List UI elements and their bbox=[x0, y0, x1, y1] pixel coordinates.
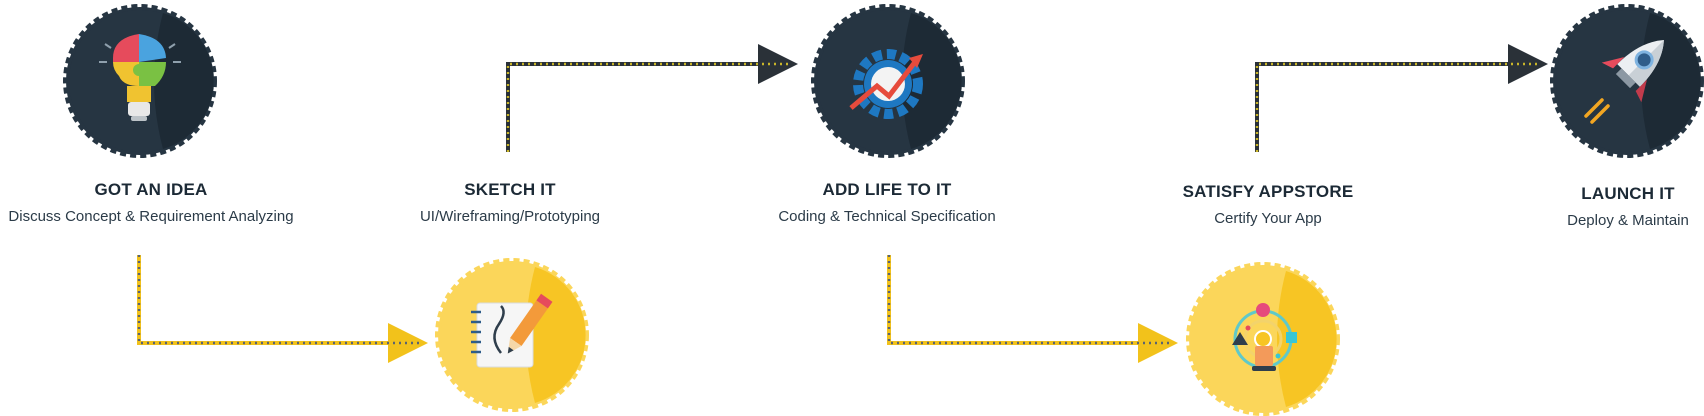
step-subtitle: Discuss Concept & Requirement Analyzing bbox=[8, 208, 294, 225]
step-subtitle: Deploy & Maintain bbox=[1567, 212, 1689, 229]
step-subtitle: Certify Your App bbox=[1214, 210, 1322, 227]
step-2-text: SKETCH IT UI/Wireframing/Prototyping bbox=[390, 180, 630, 225]
connector-idea-to-sketch bbox=[137, 255, 428, 363]
step-4-badge bbox=[1186, 262, 1340, 416]
step-title: ADD LIFE TO IT bbox=[822, 180, 952, 199]
step-subtitle: Coding & Technical Specification bbox=[778, 208, 996, 225]
step-4-text: SATISFY APPSTORE Certify Your App bbox=[1160, 182, 1376, 227]
step-5-badge bbox=[1550, 4, 1704, 158]
connector-life-to-appstore bbox=[887, 255, 1178, 363]
step-1-text: GOT AN IDEA Discuss Concept & Requiremen… bbox=[0, 180, 302, 225]
lightbulb-puzzle-icon bbox=[99, 34, 181, 121]
step-3-text: ADD LIFE TO IT Coding & Technical Specif… bbox=[752, 180, 1022, 225]
step-title: GOT AN IDEA bbox=[94, 180, 208, 199]
step-title: SKETCH IT bbox=[464, 180, 556, 199]
step-title: LAUNCH IT bbox=[1581, 184, 1675, 203]
notepad-pencil-icon bbox=[471, 293, 553, 368]
target-shapes-icon bbox=[1232, 303, 1297, 371]
gear-growth-icon bbox=[849, 49, 923, 119]
step-2-badge bbox=[435, 258, 589, 412]
connector-sketch-to-life bbox=[506, 44, 798, 152]
step-title: SATISFY APPSTORE bbox=[1182, 182, 1354, 201]
step-5-text: LAUNCH IT Deploy & Maintain bbox=[1540, 184, 1704, 229]
step-subtitle: UI/Wireframing/Prototyping bbox=[419, 208, 601, 225]
connector-appstore-to-launch bbox=[1255, 44, 1548, 152]
step-1-badge bbox=[63, 4, 217, 158]
step-3-badge bbox=[811, 4, 965, 158]
